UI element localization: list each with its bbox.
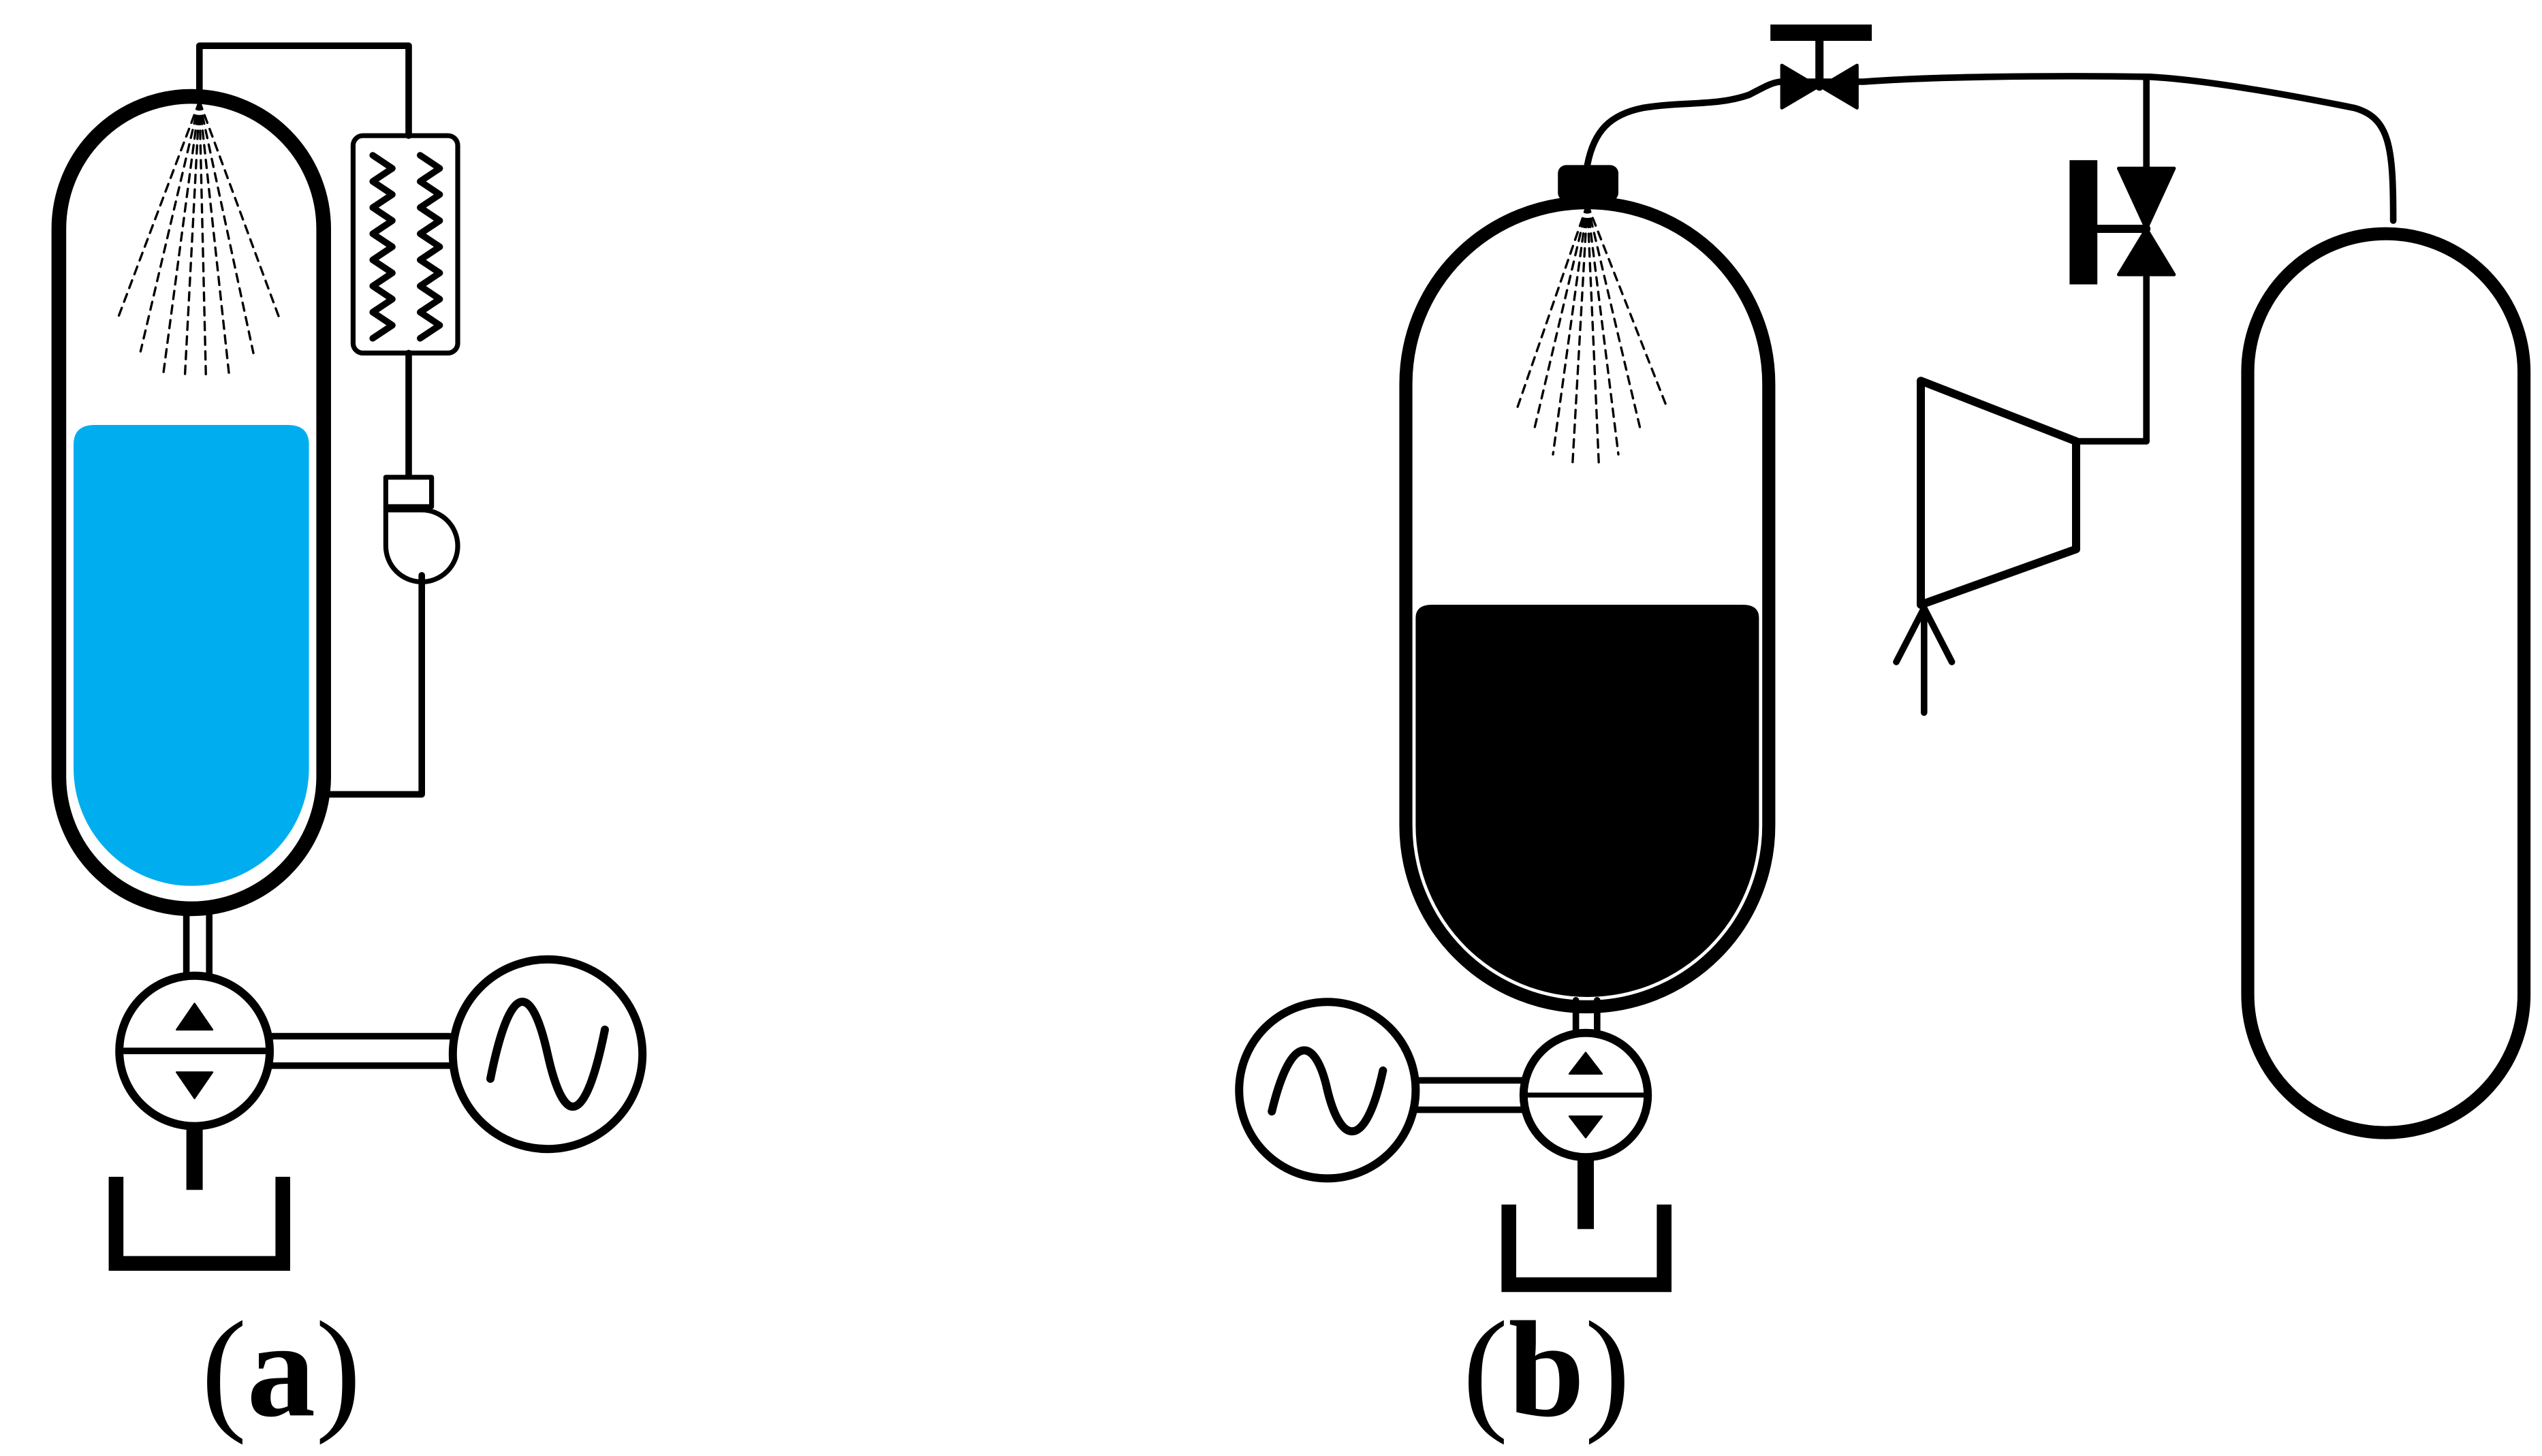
ac-generator-icon (448, 955, 647, 1154)
panel-a (51, 42, 647, 1271)
pipe-return-a (324, 572, 426, 798)
shaft-a (268, 1032, 453, 1069)
compressor-icon (1917, 377, 2081, 610)
pump-turbine-icon (115, 971, 274, 1130)
liquid-level-a (74, 425, 309, 886)
panel-b (1235, 25, 2531, 1293)
gas-valve-icon (1770, 25, 1872, 110)
nozzle-cap-b (1558, 165, 1618, 202)
water-reservoir-icon (108, 1177, 291, 1271)
pressure-vessel-a (51, 89, 332, 917)
pressure-vessel-b (1399, 196, 1776, 1013)
pump-turbine-icon (1519, 1028, 1652, 1162)
inlet-arrow-icon (1893, 601, 1956, 716)
heat-exchanger-icon (350, 133, 460, 356)
caption-b: (b) (1462, 1293, 1630, 1445)
shaft-b (1412, 1077, 1527, 1113)
fan-blower-icon (383, 475, 460, 584)
caption-a: (a) (201, 1293, 361, 1445)
liquid-level-b (1415, 605, 1759, 997)
water-reservoir-icon (1501, 1204, 1672, 1293)
spray-nozzle-icon (1516, 203, 1669, 464)
gas-storage-vessel-icon (2241, 227, 2531, 1139)
spray-nozzle-icon (116, 100, 281, 381)
gas-valve-icon (2069, 160, 2176, 285)
pipe-top-a (196, 42, 412, 140)
pipe-top-b (1584, 73, 2397, 224)
ac-generator-icon (1235, 998, 1420, 1183)
